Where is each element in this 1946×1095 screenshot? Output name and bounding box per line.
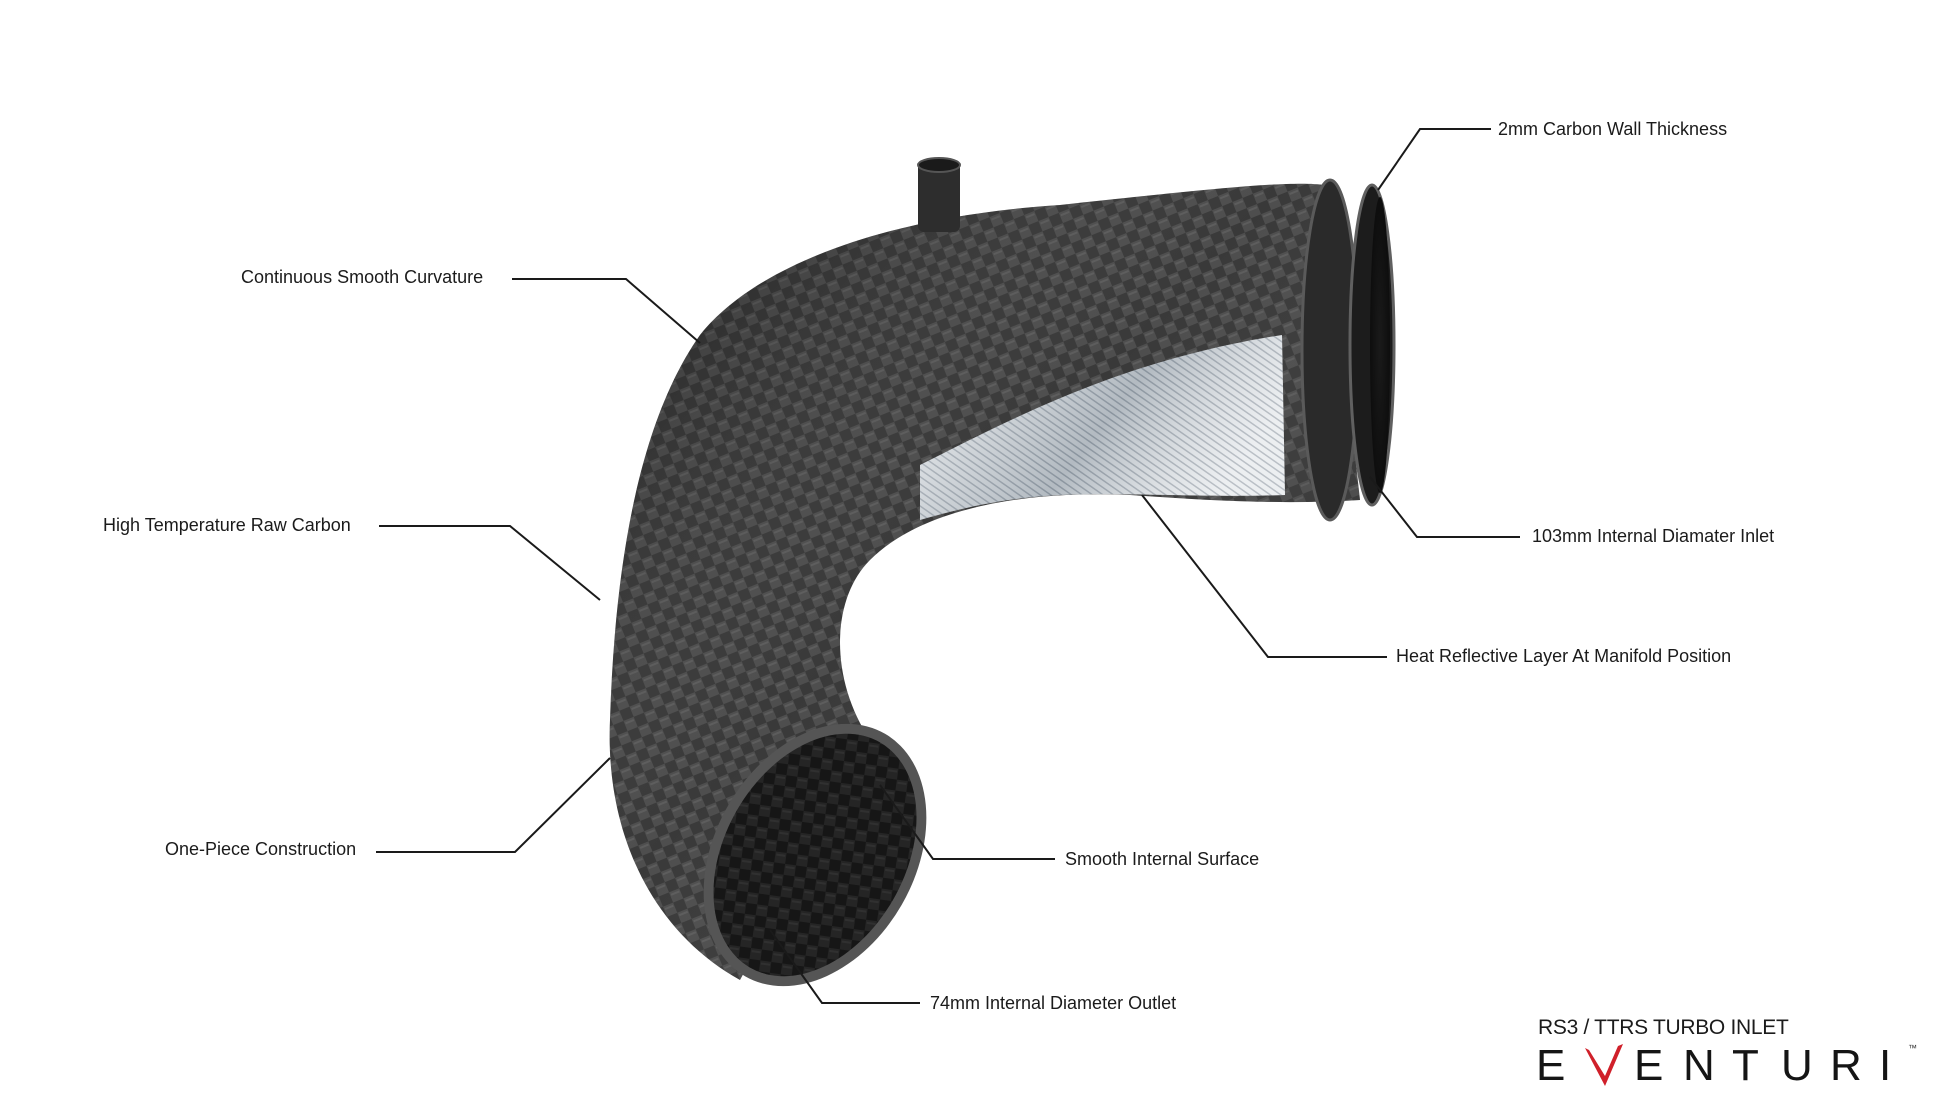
- callout-continuous-curvature: Continuous Smooth Curvature: [241, 267, 484, 287]
- callout-outlet-diameter: 74mm Internal Diameter Outlet: [930, 993, 1177, 1013]
- callout-one-piece: One-Piece Construction: [165, 839, 357, 859]
- callout-internal-surface: Smooth Internal Surface: [1065, 849, 1260, 869]
- logo-v-chevron-icon: [1585, 1044, 1634, 1088]
- product-subtitle: RS3 / TTRS TURBO INLET: [1538, 1016, 1789, 1039]
- logo-letter: N: [1683, 1041, 1715, 1090]
- eventuri-logo: E E N T U R I ™: [1536, 1041, 1917, 1091]
- logo-letter: R: [1830, 1041, 1862, 1090]
- logo-letter: E: [1536, 1041, 1566, 1090]
- callout-inlet-diameter: 103mm Internal Diamater Inlet: [1532, 526, 1775, 546]
- logo-letter: U: [1781, 1041, 1813, 1090]
- logo-letter: I ™: [1879, 1041, 1917, 1091]
- callout-wall-thickness: 2mm Carbon Wall Thickness: [1498, 119, 1728, 139]
- callout-leader-lines: [376, 128, 1520, 1004]
- callout-heat-reflective-layer: Heat Reflective Layer At Manifold Positi…: [1396, 646, 1732, 666]
- logo-letter: T: [1732, 1041, 1759, 1090]
- callout-raw-carbon: High Temperature Raw Carbon: [103, 515, 351, 535]
- logo-letter: E: [1634, 1041, 1664, 1090]
- logo-letter-i: I: [1879, 1041, 1892, 1090]
- trademark-mark: ™: [1908, 1043, 1917, 1053]
- vacuum-nipple: [918, 162, 960, 232]
